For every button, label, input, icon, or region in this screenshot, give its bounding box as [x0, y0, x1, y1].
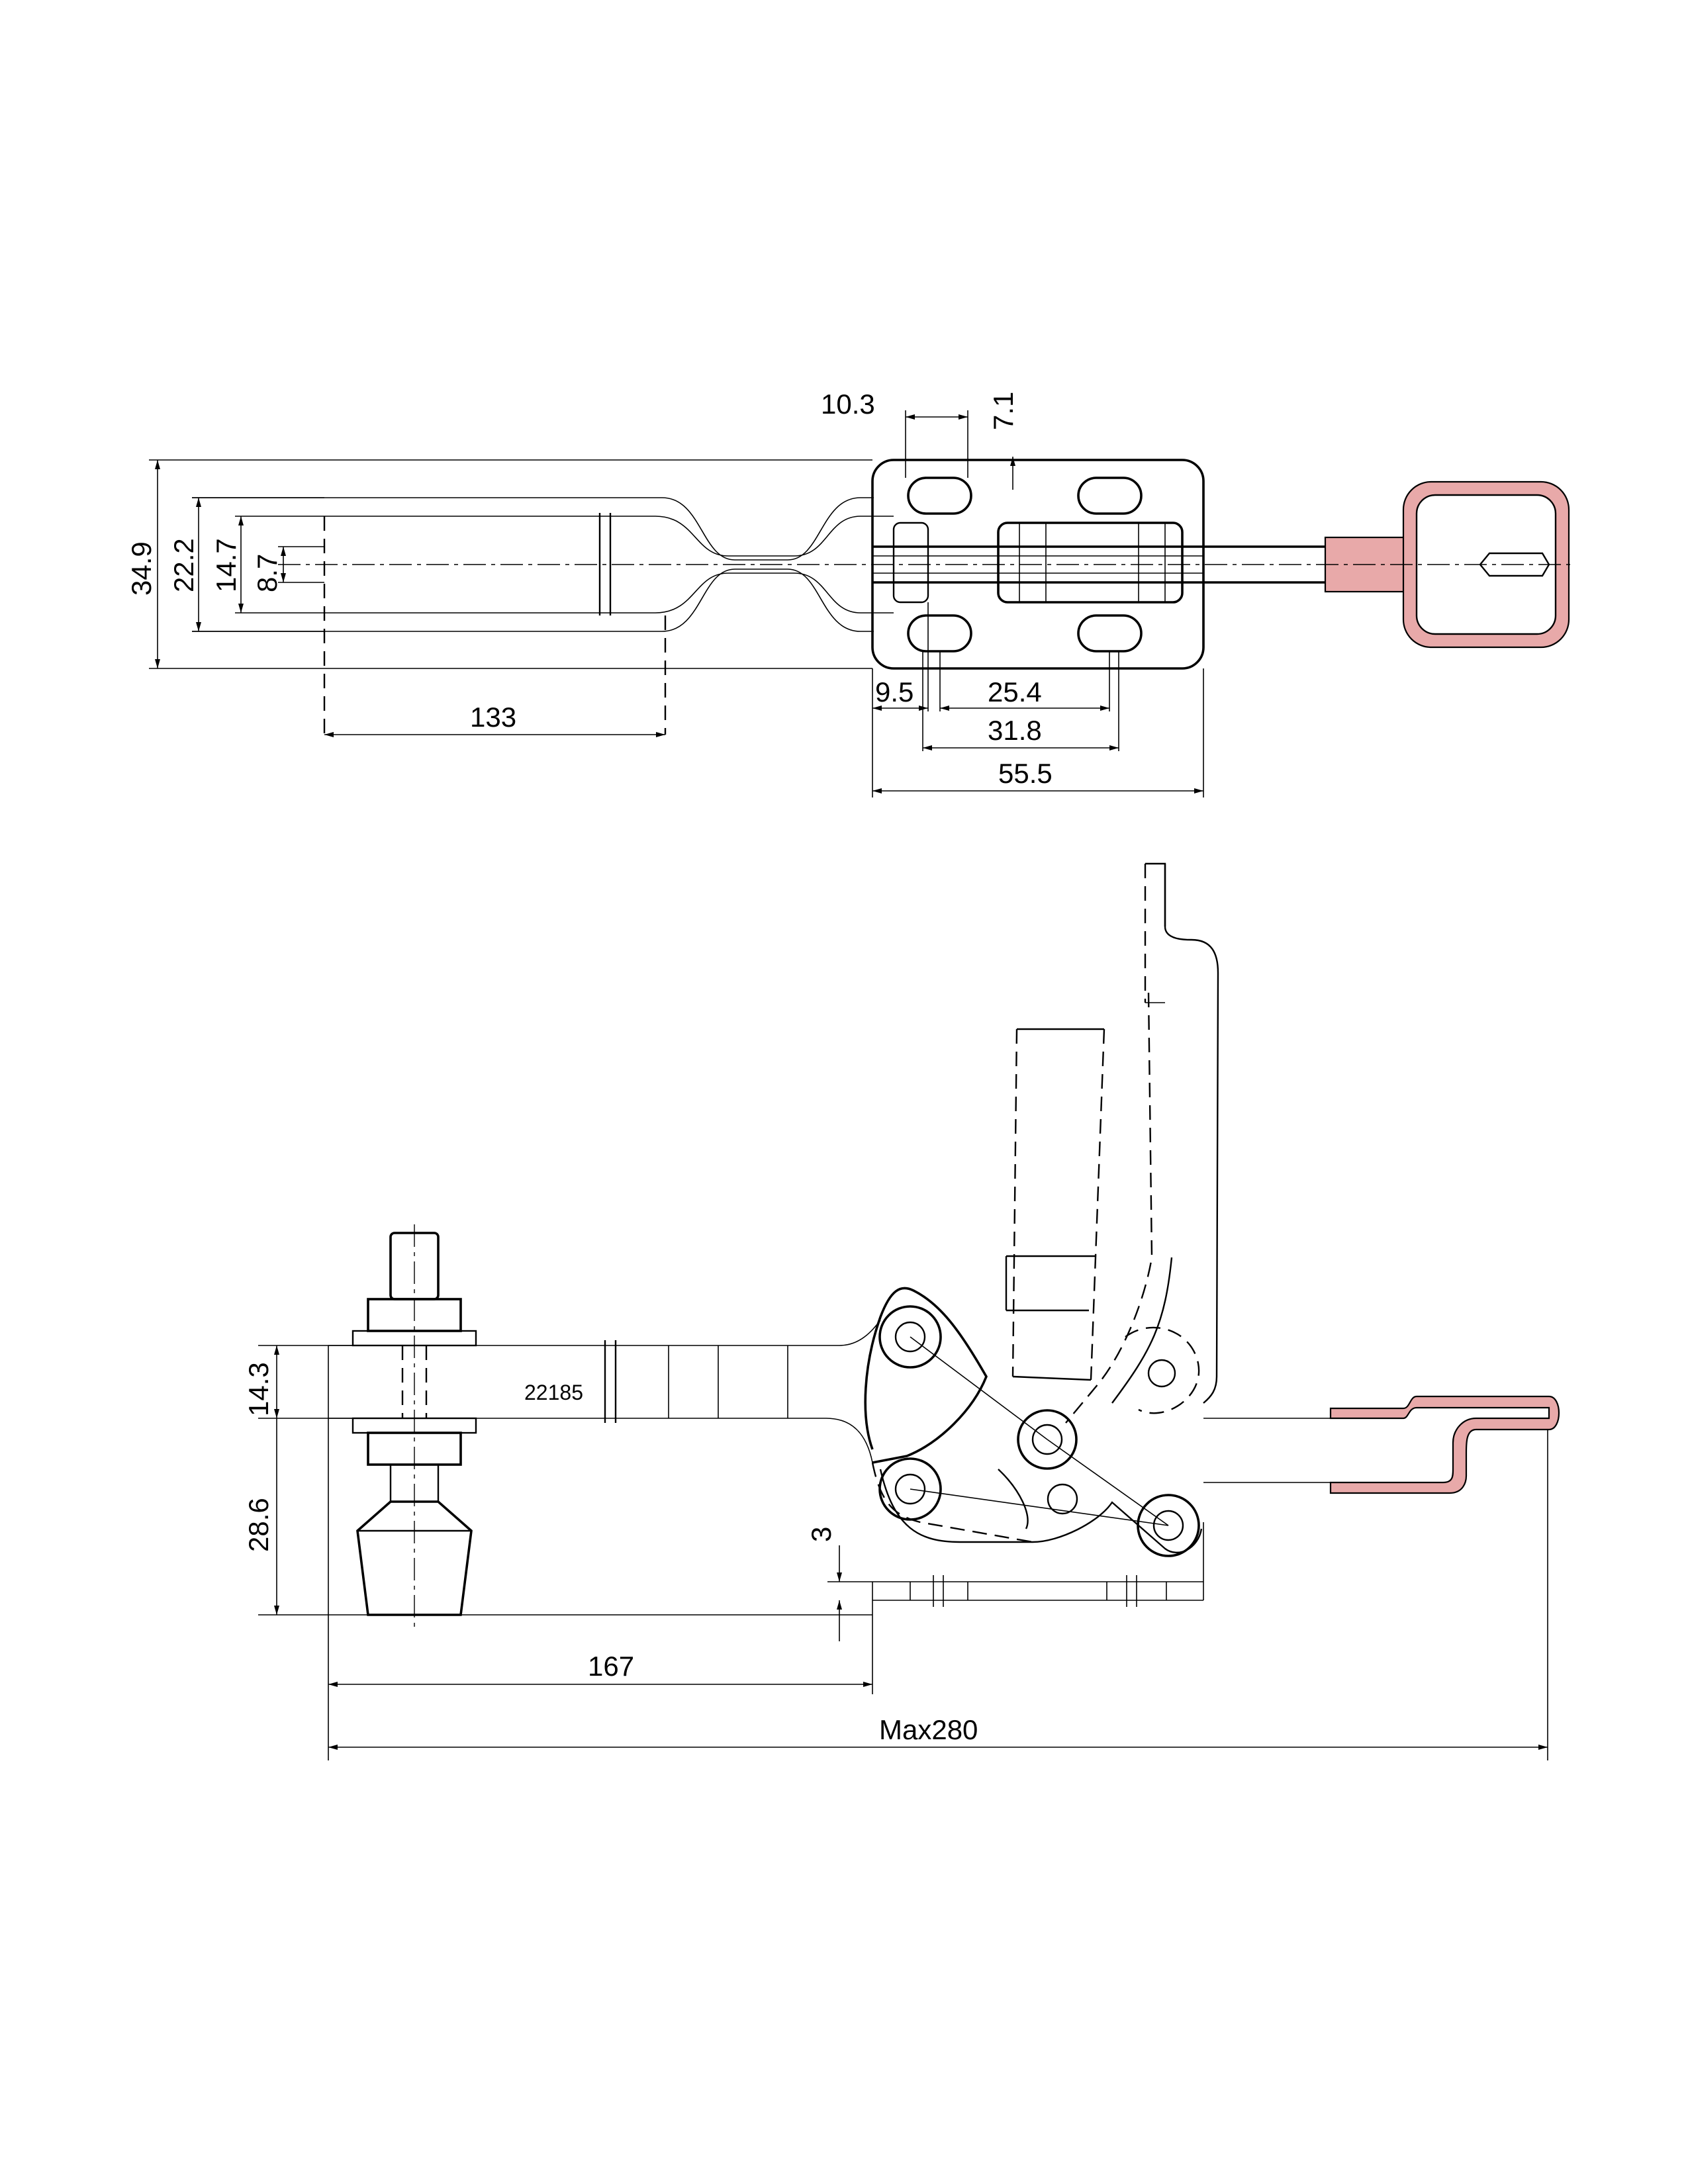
dim-10-3: 10.3 [821, 388, 875, 420]
part-number: 22185 [524, 1381, 583, 1404]
dim-max280: Max280 [879, 1714, 978, 1745]
base [872, 1522, 1204, 1607]
dim-167: 167 [588, 1651, 634, 1682]
handle [1005, 862, 1219, 1424]
dim-25-4: 25.4 [988, 676, 1042, 707]
extension-lines-top [149, 410, 1204, 797]
dimensions-side: 14.3 28.6 3 167 Max280 [243, 1345, 1548, 1750]
dim-34-9: 34.9 [126, 541, 157, 596]
arm-outline-top [192, 497, 894, 735]
slide-bar [872, 522, 1403, 604]
linkage-body [864, 1287, 1203, 1557]
dim-14-3: 14.3 [243, 1362, 274, 1416]
side-view: 14.3 28.6 3 167 Max280 22185 [243, 862, 1560, 1760]
dim-14-7: 14.7 [211, 538, 242, 592]
clamping-arm [328, 1320, 881, 1463]
dim-133: 133 [470, 702, 516, 733]
dim-9-5: 9.5 [875, 676, 914, 707]
dim-28-6: 28.6 [243, 1498, 274, 1552]
side-handle-extension [1203, 1395, 1560, 1494]
extension-lines-side [258, 1345, 1548, 1760]
dim-55-5: 55.5 [998, 758, 1053, 789]
spindle-assembly [352, 1224, 477, 1628]
handle-grip [1324, 480, 1570, 649]
dim-22-2: 22.2 [168, 538, 199, 592]
dim-3: 3 [806, 1527, 837, 1542]
dim-7-1: 7.1 [988, 392, 1019, 430]
dim-8-7: 8.7 [252, 554, 283, 592]
dimensions-top: 10.3 7.1 34.9 22.2 14.7 8.7 133 9.5 25.4… [126, 388, 1203, 794]
top-view: 10.3 7.1 34.9 22.2 14.7 8.7 133 9.5 25.4… [126, 388, 1575, 797]
dim-31-8: 31.8 [988, 715, 1042, 746]
